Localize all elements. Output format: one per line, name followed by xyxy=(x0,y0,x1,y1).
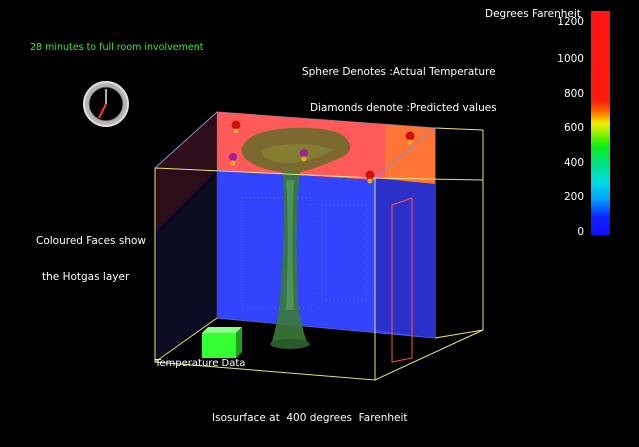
marker-legend-line-2: Diamonds denote :Predicted values xyxy=(310,102,497,114)
clock-icon xyxy=(83,81,129,127)
isosurface-column-highlight xyxy=(286,180,294,310)
temperature-sensors xyxy=(229,120,415,184)
faces-note: Coloured Faces show the Hotgas layer xyxy=(36,211,146,295)
temperature-data-box[interactable] xyxy=(202,327,242,358)
room-frame xyxy=(154,111,484,381)
colorbar-tick: 800 xyxy=(563,88,584,100)
sensor-sphere xyxy=(365,170,375,180)
colorbar-tick: 200 xyxy=(563,191,584,203)
sensor-diamond xyxy=(367,178,373,184)
colorbar xyxy=(591,11,610,235)
isosurface-caption: Isosurface at 400 degrees Farenheit xyxy=(212,412,408,424)
back-wall-pattern-2 xyxy=(321,204,368,301)
sensor-diamond xyxy=(230,160,236,166)
left-wall-hot-layer xyxy=(155,112,217,232)
colorbar-tick: 1200 xyxy=(557,16,584,28)
right-door xyxy=(391,197,413,363)
faces-note-line-2: the Hotgas layer xyxy=(42,271,130,283)
sensor-sphere xyxy=(229,153,237,161)
sensor-sphere xyxy=(300,149,308,157)
sensor-diamond xyxy=(407,139,413,145)
sensor-diamond xyxy=(301,156,307,162)
status-text: 28 minutes to full room involvement xyxy=(30,42,204,53)
colorbar-tick: 1000 xyxy=(557,53,584,65)
hot-gas-layer-right xyxy=(385,125,435,184)
back-wall-pattern xyxy=(241,197,313,309)
colorbar-title: Degrees Farenheit xyxy=(485,8,581,20)
sensor-diamond xyxy=(233,128,239,134)
sensor-sphere xyxy=(405,131,415,141)
colorbar-tick: 0 xyxy=(577,226,584,238)
marker-legend-line-1: Sphere Denotes :Actual Temperature xyxy=(302,66,496,78)
faces-note-line-1: Coloured Faces show xyxy=(36,235,146,247)
isosurface-base xyxy=(270,339,310,349)
sensor-sphere xyxy=(231,120,241,130)
left-wall-cool-layer xyxy=(155,170,217,360)
cool-layer-right xyxy=(375,178,435,338)
marker-legend: Sphere Denotes :Actual Temperature Diamo… xyxy=(302,42,497,126)
isosurface-plume-inner xyxy=(262,144,332,164)
colorbar-tick: 600 xyxy=(563,122,584,134)
colorbar-tick: 400 xyxy=(563,157,584,169)
temperature-data-label[interactable]: Temperature Data xyxy=(155,358,246,369)
